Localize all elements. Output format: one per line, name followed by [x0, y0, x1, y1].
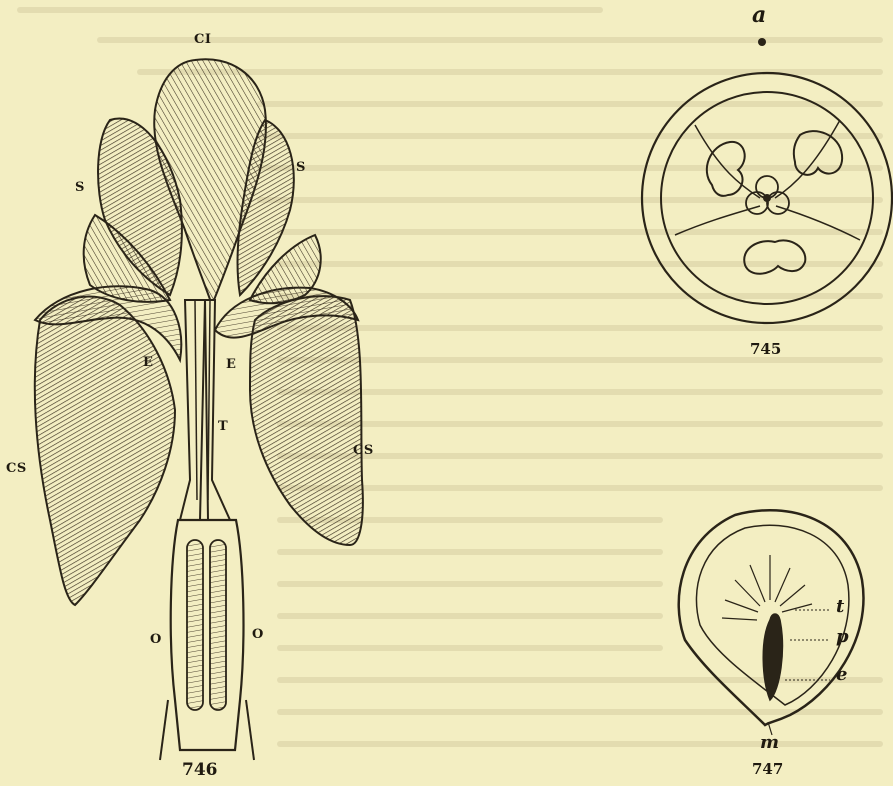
embryo [763, 614, 782, 700]
figure-number-747: 747 [752, 760, 783, 778]
label-p-seed: p [836, 626, 849, 647]
label-m-seed: m [760, 732, 779, 753]
label-e-seed: e [836, 664, 847, 685]
label-t-seed: t [836, 596, 844, 617]
